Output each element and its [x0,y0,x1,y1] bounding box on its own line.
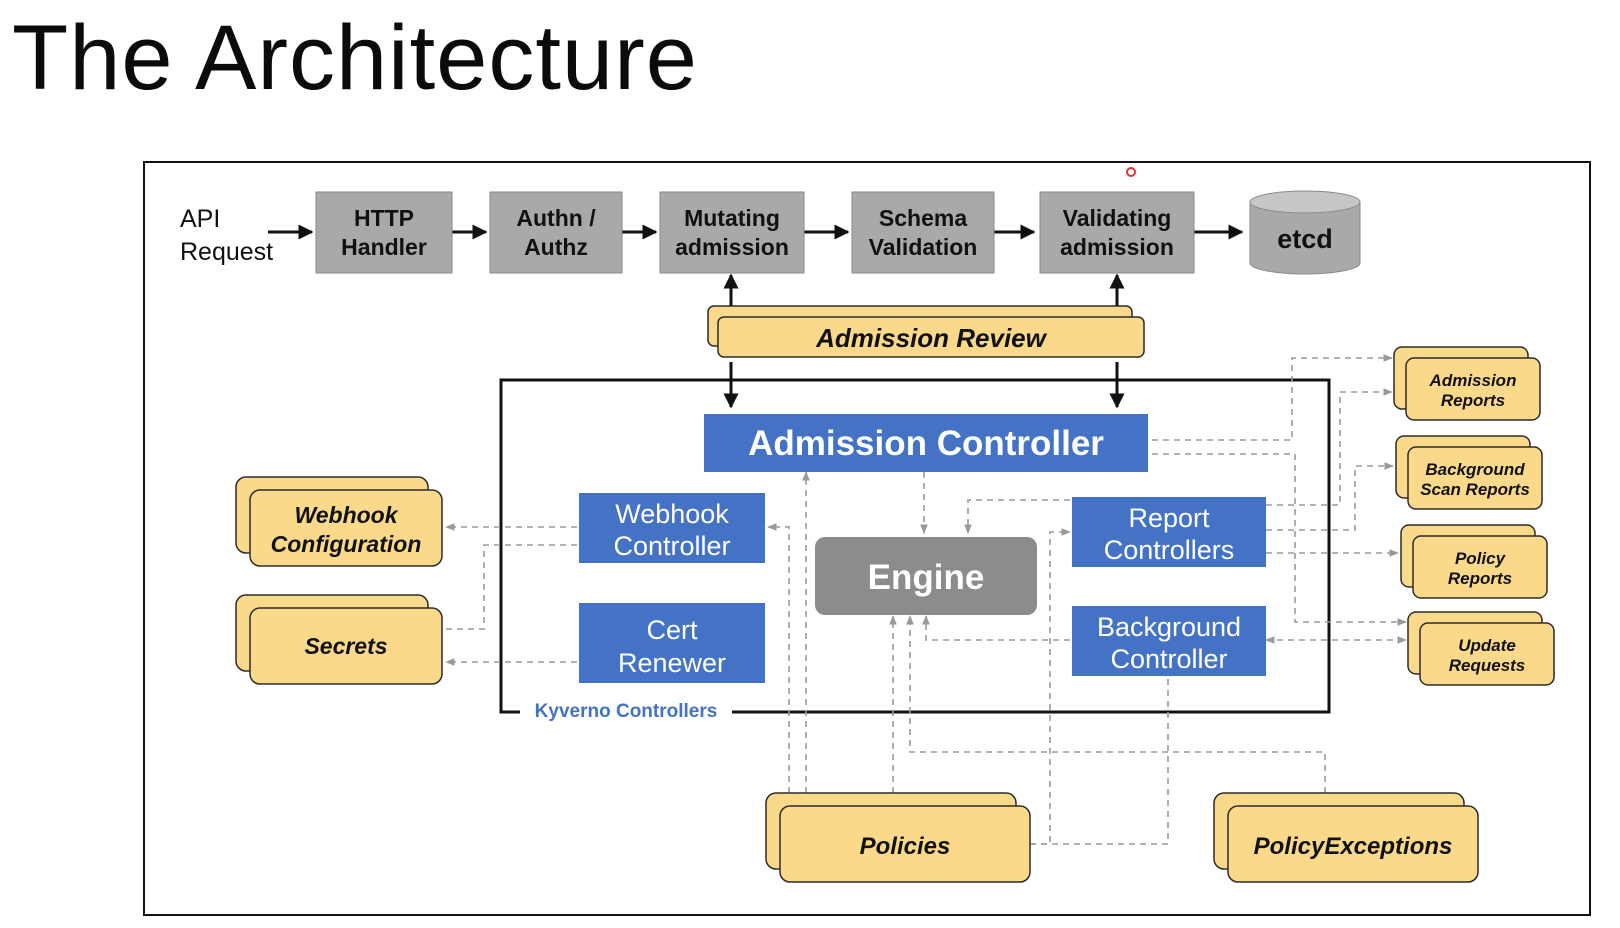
cert-renewer-line2: Renewer [618,648,726,678]
page-title: The Architecture [12,7,698,109]
schema-validation-box: Schema Validation [851,191,995,274]
cert-renewer-line1: Cert [646,615,698,645]
http-handler-line1: HTTP [354,205,414,231]
admission-review-label: Admission Review [815,323,1048,353]
engine-box: Engine [815,537,1037,615]
background-controller-box: Background Controller [1072,606,1266,676]
kyverno-controllers-label: Kyverno Controllers [535,701,718,722]
api-request-line1: API [180,205,220,233]
webhook-controller-line1: Webhook [615,499,729,529]
admission-reports-stack: Admission Reports [1393,346,1541,421]
api-request-line2: Request [180,238,273,266]
report-controllers-box: Report Controllers [1072,497,1266,567]
mutating-admission-box: Mutating admission [659,191,805,274]
validating-line1: Validating [1063,205,1172,231]
webhook-controller-box: Webhook Controller [579,493,765,563]
etcd-label: etcd [1277,224,1333,254]
validating-admission-box: Validating admission [1039,191,1195,274]
report-controllers-line1: Report [1128,503,1210,533]
admission-reports-line1: Admission [1429,371,1517,390]
authn-authz-line1: Authn / [516,205,596,231]
schema-line2: Validation [869,234,978,260]
webhook-configuration-line1: Webhook [294,502,398,528]
webhook-configuration-stack: Webhook Configuration [235,476,443,567]
policy-exceptions-stack: PolicyExceptions [1213,792,1479,883]
diagram-frame [143,161,1591,916]
background-scan-reports-stack: Background Scan Reports [1395,435,1543,510]
webhook-controller-line2: Controller [613,531,730,561]
mutating-line2: admission [675,234,789,260]
admission-controller-box: Admission Controller [704,414,1148,472]
http-handler-line2: Handler [341,234,427,260]
pipeline-arrows [268,224,1244,409]
update-requests-line2: Requests [1449,656,1526,675]
policy-reports-line1: Policy [1455,549,1507,568]
policy-reports-line2: Reports [1448,569,1512,588]
policy-reports-stack: Policy Reports [1400,524,1548,599]
update-requests-stack: Update Requests [1407,611,1555,686]
cursor-dot [1126,167,1136,177]
background-controller-line2: Controller [1110,644,1227,674]
http-handler-box: HTTP Handler [315,191,453,274]
admission-controller-label: Admission Controller [748,424,1104,463]
mutating-line1: Mutating [684,205,780,231]
policies-label: Policies [860,833,951,860]
policies-stack: Policies [765,792,1031,883]
dashed-connectors [445,354,1407,845]
admission-review-stack: Admission Review [707,305,1145,358]
webhook-configuration-line2: Configuration [271,531,422,557]
cert-renewer-box: Cert Renewer [579,603,765,683]
kyverno-controllers-box [499,378,1331,714]
etcd-cylinder: etcd [1249,190,1361,275]
secrets-label: Secrets [304,633,387,659]
secrets-stack: Secrets [235,594,443,685]
update-requests-line1: Update [1458,636,1516,655]
background-scan-reports-line2: Scan Reports [1420,480,1530,499]
background-scan-reports-line1: Background [1425,460,1525,479]
background-controller-line1: Background [1097,612,1241,642]
authn-authz-line2: Authz [524,234,588,260]
engine-label: Engine [868,558,985,597]
authn-authz-box: Authn / Authz [489,191,623,274]
validating-line2: admission [1060,234,1174,260]
schema-line1: Schema [879,205,967,231]
policy-exceptions-label: PolicyExceptions [1254,833,1453,860]
admission-reports-line2: Reports [1441,391,1505,410]
report-controllers-line2: Controllers [1104,535,1235,565]
